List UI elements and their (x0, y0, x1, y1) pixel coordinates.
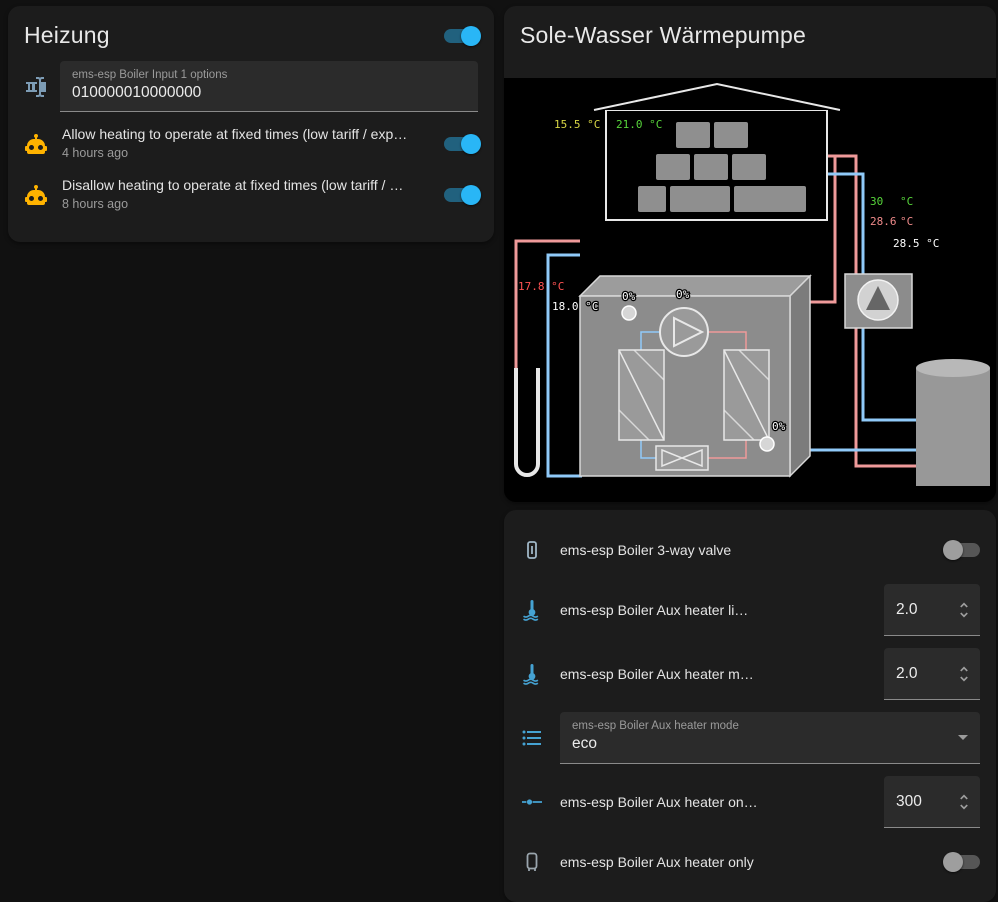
entity-name: ems-esp Boiler Aux heater m… (560, 666, 754, 682)
robot-icon (24, 132, 48, 156)
toggle-knob (461, 184, 481, 205)
aux-heater-on-number-input[interactable]: 300 (884, 776, 980, 828)
heizung-card-title: Heizung (24, 22, 110, 48)
number-value: 300 (896, 792, 922, 810)
entity-name: ems-esp Boiler Aux heater only (560, 854, 754, 870)
heizung-master-toggle[interactable] (444, 25, 481, 46)
automation-last-triggered: 4 hours ago (62, 146, 129, 160)
boiler-input1-row: ems-esp Boiler Input 1 options 010000010… (8, 59, 494, 118)
aux-heater-li-number-input[interactable]: 2.0 (884, 584, 980, 636)
list-bulleted-icon (520, 726, 544, 750)
return-temp-unit: °C (900, 215, 913, 228)
house-bricks (638, 122, 806, 212)
thermometer-water-icon (520, 598, 544, 622)
brine-pump-indicator (621, 305, 637, 321)
automation-texts: Disallow heating to operate at fixed tim… (62, 176, 430, 213)
automation-row-disallow-heating[interactable]: Disallow heating to operate at fixed tim… (8, 169, 494, 220)
refrigerant-lines (640, 331, 747, 459)
row-3way-valve[interactable]: ems-esp Boiler 3-way valve (504, 522, 996, 578)
tank-temp-label: 28.5 °C (893, 237, 939, 250)
row-aux-heater-only[interactable]: ems-esp Boiler Aux heater only (504, 834, 996, 890)
row-aux-heater-m[interactable]: ems-esp Boiler Aux heater m… 2.0 (504, 642, 996, 706)
number-value: 2.0 (896, 664, 918, 682)
pump-b-label: 0% (676, 288, 690, 301)
pump-a-label: 0% (622, 290, 636, 303)
dropdown-caret-icon (958, 735, 968, 740)
automation-name: Disallow heating to operate at fixed tim… (62, 177, 404, 193)
heizung-card-header: Heizung (8, 6, 494, 59)
row-aux-heater-li[interactable]: ems-esp Boiler Aux heater li… 2.0 (504, 578, 996, 642)
flow-temp-value: 30 (870, 195, 883, 208)
heat-exchangers (618, 349, 770, 441)
flow-temp-unit: °C (900, 195, 913, 208)
aux-heater-mode-select[interactable]: ems-esp Boiler Aux heater mode eco (560, 712, 980, 764)
toggle-knob (461, 133, 481, 154)
valve-icon (520, 538, 544, 562)
select-value: eco (572, 735, 597, 752)
ray-vertex-icon (520, 790, 544, 814)
unfold-more-icon[interactable] (954, 792, 974, 812)
boiler-input1-textfield[interactable]: ems-esp Boiler Input 1 options 010000010… (60, 61, 478, 112)
automation-toggle-disallow[interactable] (444, 184, 481, 205)
aux-heater-m-number-input[interactable]: 2.0 (884, 648, 980, 700)
pump-c-label: 0% (772, 420, 786, 433)
unfold-more-icon[interactable] (954, 664, 974, 684)
select-label: ems-esp Boiler Aux heater mode (572, 720, 739, 732)
entity-name: ems-esp Boiler Aux heater on… (560, 794, 758, 810)
compressor (659, 307, 709, 357)
outdoor-temp-label: 15.5 °C (554, 118, 600, 131)
heating-pump-indicator (759, 436, 775, 452)
heatpump-diagram: 15.5 °C 21.0 °C 30 °C 28.6 °C 28.5 °C 17… (504, 78, 996, 502)
return-temp-value: 28.6 (870, 215, 897, 228)
row-aux-heater-mode[interactable]: ems-esp Boiler Aux heater mode eco (504, 706, 996, 770)
brine-in-label: 17.8 °C (518, 280, 564, 293)
water-boiler-icon (520, 850, 544, 874)
room-temp-label: 21.0 °C (616, 118, 662, 131)
heizung-card: Heizung ems-esp Boiler Input 1 options 0… (8, 6, 494, 242)
automation-row-allow-heating[interactable]: Allow heating to operate at fixed times … (8, 118, 494, 169)
heatpump-card-header: Sole-Wasser Wärmepumpe (504, 6, 996, 59)
boiler-controls-card: ems-esp Boiler 3-way valve ems-esp Boile… (504, 510, 996, 902)
entity-name: ems-esp Boiler 3-way valve (560, 542, 732, 558)
buffer-tank (916, 359, 990, 486)
valve-toggle[interactable] (943, 540, 980, 560)
ground-loop (514, 368, 540, 477)
number-value: 2.0 (896, 600, 918, 618)
aux-heater-only-toggle[interactable] (943, 852, 980, 872)
form-textbox-icon (24, 75, 48, 99)
textfield-value: 010000010000000 (72, 84, 202, 101)
expansion-valve (655, 445, 709, 471)
textfield-label: ems-esp Boiler Input 1 options (72, 69, 228, 81)
heatpump-card: Sole-Wasser Wärmepumpe (504, 6, 996, 502)
unfold-more-icon[interactable] (954, 600, 974, 620)
toggle-knob (943, 540, 963, 560)
robot-icon (24, 183, 48, 207)
automation-texts: Allow heating to operate at fixed times … (62, 125, 430, 162)
heatpump-card-title: Sole-Wasser Wärmepumpe (520, 22, 807, 48)
circulation-pump (844, 273, 913, 329)
automation-name: Allow heating to operate at fixed times … (62, 126, 408, 142)
brine-out-label: 18.0 °C (552, 300, 598, 313)
automation-last-triggered: 8 hours ago (62, 197, 129, 211)
toggle-knob (461, 25, 481, 46)
thermometer-water-icon (520, 662, 544, 686)
automation-toggle-allow[interactable] (444, 133, 481, 154)
heatpump-diagram-svg: 15.5 °C 21.0 °C 30 °C 28.6 °C 28.5 °C 17… (504, 78, 996, 502)
toggle-knob (943, 852, 963, 872)
entity-name: ems-esp Boiler Aux heater li… (560, 602, 749, 618)
diagram-labels: 15.5 °C 21.0 °C 30 °C 28.6 °C 28.5 °C 17… (517, 117, 941, 435)
row-aux-heater-on[interactable]: ems-esp Boiler Aux heater on… 300 (504, 770, 996, 834)
house (593, 82, 841, 221)
